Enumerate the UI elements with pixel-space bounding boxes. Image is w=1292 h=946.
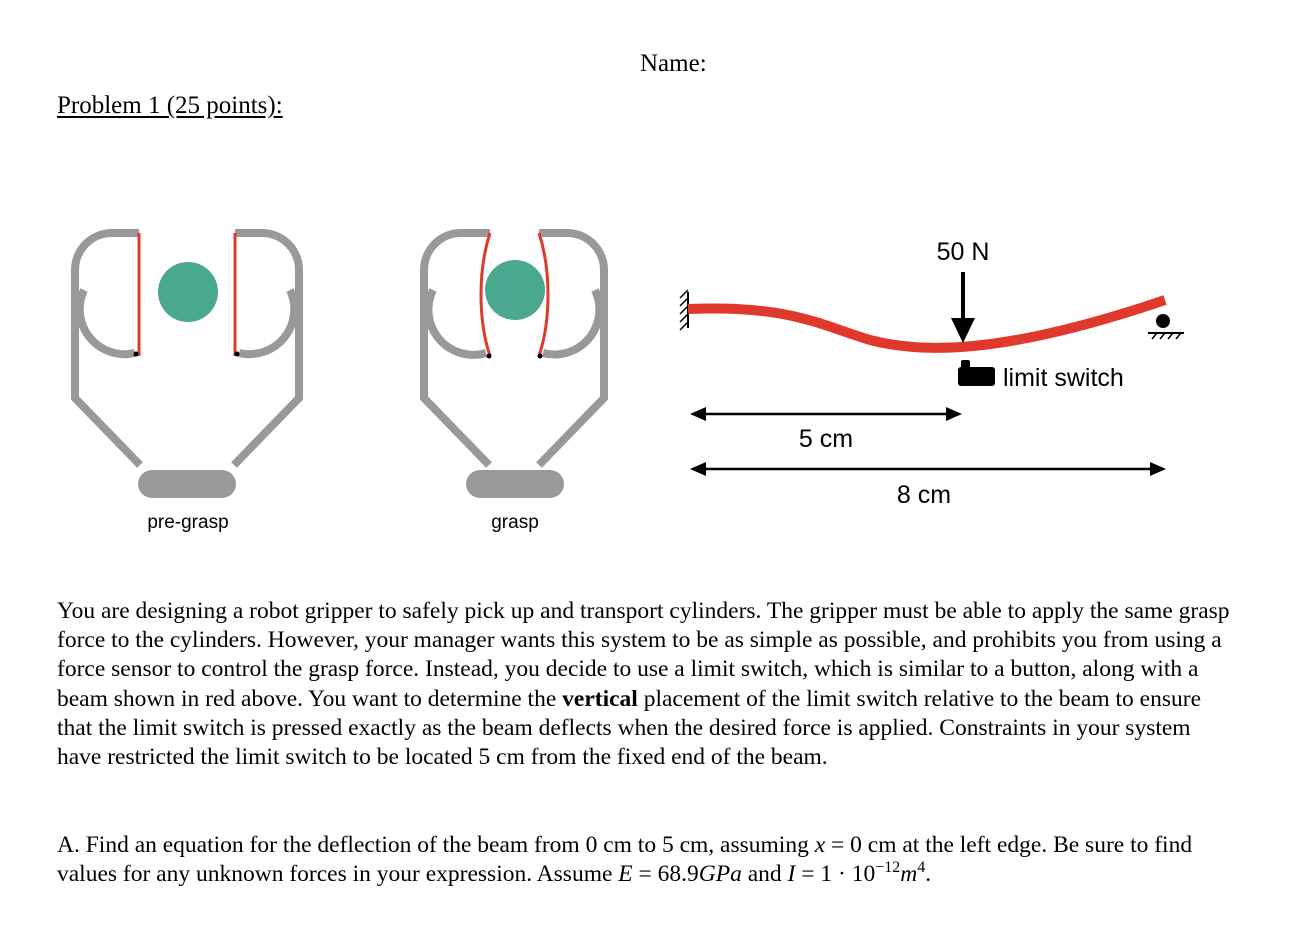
pre-grasp-label: pre-grasp — [147, 512, 228, 533]
gripper-base — [138, 470, 236, 498]
limit-switch-icon — [958, 360, 995, 386]
gripper-base — [466, 470, 564, 498]
cylinder — [158, 262, 218, 322]
finger-right — [537, 232, 550, 357]
grasp-label: grasp — [491, 512, 539, 533]
cylinder — [485, 260, 545, 320]
dimension-arrow-8cm — [690, 462, 1166, 476]
pivot-dot — [133, 351, 139, 357]
gripper-jaw-left — [424, 288, 488, 359]
gripper-jaw-right — [238, 288, 299, 359]
pivot-dot — [486, 353, 492, 359]
part-a-question: A. Find an equation for the deflection o… — [57, 832, 1193, 888]
pin-support — [1148, 314, 1184, 340]
dimension-label-5cm: 5 cm — [799, 425, 853, 453]
gripper-frame — [420, 228, 608, 468]
force-label: 50 N — [937, 238, 990, 266]
name-label: Name: — [640, 50, 707, 77]
finger-left — [479, 232, 492, 357]
dimension-arrow-5cm — [690, 407, 962, 421]
pre-grasp-gripper — [71, 229, 303, 498]
pivot-dot — [537, 353, 543, 359]
gripper-jaw-left — [75, 288, 136, 359]
pivot-dot — [234, 351, 240, 357]
limit-switch-label: limit switch — [1003, 364, 1124, 392]
grasp-gripper — [420, 228, 608, 498]
fixed-support — [679, 289, 689, 331]
beam — [687, 295, 1167, 353]
emphasis-vertical: vertical — [562, 685, 638, 712]
problem-description: You are designing a robot gripper to saf… — [57, 598, 1230, 771]
gripper-frame — [71, 229, 303, 468]
dimension-label-8cm: 8 cm — [897, 481, 951, 509]
gripper-jaw-right — [541, 288, 604, 359]
problem-figure: pre-grasp grasp 50 N limit — [71, 228, 1184, 533]
force-arrow — [951, 272, 975, 343]
problem-title: Problem 1 (25 points): — [57, 92, 283, 119]
